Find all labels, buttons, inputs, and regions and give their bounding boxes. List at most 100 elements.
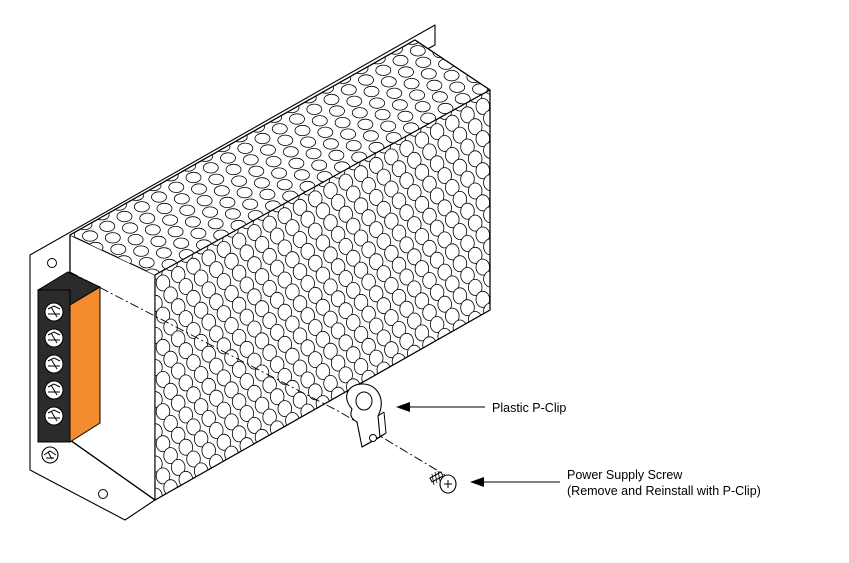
vent-hole — [277, 271, 293, 289]
vent-hole — [202, 162, 219, 174]
vent-hole — [399, 236, 414, 254]
vent-hole — [452, 190, 468, 208]
vent-hole — [414, 131, 430, 149]
vent-hole — [506, 114, 520, 130]
vent-hole — [499, 327, 513, 343]
vent-hole — [155, 306, 171, 324]
vent-hole — [429, 155, 445, 173]
vent-hole — [170, 298, 186, 316]
vent-hole — [239, 340, 255, 358]
vent-hole — [361, 305, 376, 323]
vent-hole — [468, 28, 483, 38]
vent-hole — [363, 85, 380, 98]
vent-hole — [155, 467, 171, 485]
vent-hole — [190, 227, 207, 239]
vent-hole — [201, 313, 216, 331]
vent-hole — [507, 64, 522, 74]
vent-hole — [186, 386, 201, 404]
vent-hole — [369, 188, 384, 206]
vent-hole — [384, 341, 399, 359]
vent-hole — [376, 329, 392, 347]
terminal-block-side — [69, 286, 101, 443]
vent-hole — [491, 90, 505, 106]
vent-hole — [460, 106, 475, 124]
vent-hole — [163, 286, 178, 304]
vent-hole — [209, 421, 224, 439]
vent-hole — [452, 319, 468, 337]
vent-hole — [262, 440, 277, 458]
vent-hole — [506, 274, 520, 290]
vent-hole — [323, 310, 338, 328]
vent-hole — [239, 469, 255, 487]
vent-hole — [501, 53, 516, 63]
vent-hole — [429, 283, 445, 301]
vent-hole — [468, 311, 483, 328]
vent-hole — [422, 175, 437, 193]
vent-hole — [353, 325, 369, 343]
vent-hole — [242, 154, 259, 166]
vent-hole — [399, 365, 414, 382]
vent-hole — [445, 146, 460, 164]
vent-hole — [308, 351, 323, 369]
vent-hole — [285, 251, 300, 269]
vent-hole — [168, 181, 185, 193]
vent-hole — [449, 81, 466, 93]
vent-hole — [300, 242, 315, 260]
vent-hole — [386, 87, 403, 99]
vent-hole — [82, 230, 98, 242]
vent-hole — [460, 234, 475, 252]
vent-hole — [288, 157, 305, 169]
vent-hole — [338, 366, 353, 384]
vent-hole — [345, 140, 362, 152]
vent-hole — [186, 450, 201, 468]
vent-hole — [491, 283, 505, 299]
vent-hole — [443, 70, 460, 82]
vent-hole — [282, 146, 299, 158]
vent-hole — [127, 234, 144, 246]
vent-hole — [409, 89, 426, 101]
vent-hole — [178, 278, 194, 295]
vent-hole — [163, 318, 178, 336]
vent-hole — [475, 322, 490, 340]
vent-hole — [231, 425, 247, 443]
vent-hole — [323, 182, 338, 199]
vent-hole — [426, 79, 443, 92]
vent-hole — [207, 218, 224, 230]
vent-hole — [156, 202, 173, 215]
vent-hole — [506, 178, 520, 194]
vent-hole — [542, 45, 557, 55]
vent-hole — [201, 377, 216, 395]
vent-hole — [133, 201, 150, 213]
vent-hole — [491, 122, 505, 138]
vent-hole — [277, 335, 293, 353]
vent-hole — [422, 368, 437, 386]
vent-hole — [346, 95, 363, 107]
vent-hole — [162, 214, 179, 226]
vent-hole — [315, 427, 331, 445]
vent-hole — [133, 245, 150, 257]
vent-hole — [353, 197, 369, 215]
vent-hole — [491, 219, 505, 235]
vent-hole — [216, 369, 232, 387]
vent-hole — [429, 123, 445, 141]
vent-hole — [292, 198, 308, 216]
vent-hole — [429, 251, 445, 269]
vent-hole — [262, 247, 277, 265]
vent-hole — [399, 332, 414, 350]
vent-hole — [422, 239, 437, 257]
vent-hole — [491, 186, 505, 202]
vent-hole — [149, 520, 163, 536]
vent-hole — [315, 330, 331, 348]
vent-hole — [361, 273, 376, 291]
vent-hole — [391, 99, 408, 111]
vent-hole — [483, 334, 490, 352]
vent-hole — [277, 367, 293, 385]
vent-hole — [466, 71, 483, 84]
vent-hole — [330, 258, 346, 276]
vent-hole — [163, 447, 178, 465]
vent-hole — [224, 252, 239, 270]
vent-hole — [247, 416, 262, 434]
vent-hole — [468, 150, 483, 168]
vent-hole — [322, 138, 339, 150]
